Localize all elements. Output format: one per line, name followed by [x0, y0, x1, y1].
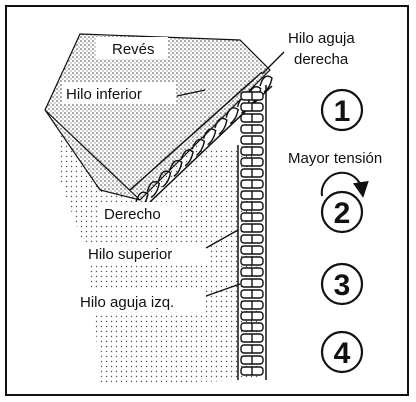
- label-bg-hilo-aguja-izq: [76, 290, 206, 312]
- vertical-stitch-band: [237, 85, 267, 380]
- tension-step-2-number: 2: [334, 197, 351, 230]
- leader-hilo-superior: [205, 229, 239, 249]
- tension-step-4-number: 4: [334, 337, 351, 370]
- leader-hilo-aguja-derecha: [261, 51, 285, 75]
- stitch-loop: [180, 149, 194, 167]
- stitch-loop: [202, 128, 217, 146]
- fold-edge: [44, 109, 141, 201]
- tension-step-1: 1: [320, 88, 364, 132]
- tension-step-1-number: 1: [334, 95, 351, 128]
- stitch-loop: [214, 117, 228, 135]
- tension-step-3: 3: [320, 262, 364, 306]
- label-hilo-inferior: Hilo inferior: [66, 86, 142, 103]
- diagram-frame: [5, 5, 409, 396]
- tension-step-2: 2: [320, 171, 369, 234]
- leader-hilo-inferior: [176, 89, 206, 97]
- label-hilo-aguja-derecha-line2: derecha: [294, 51, 349, 68]
- label-derecho: Derecho: [104, 206, 161, 223]
- stitch-loop: [157, 170, 172, 188]
- tension-step-4: 4: [320, 330, 364, 374]
- label-bg-hilo-superior: [84, 242, 208, 264]
- label-bg-hilo-inferior: [62, 82, 176, 104]
- stitch-loop: [169, 159, 183, 177]
- stitch-loop: [146, 181, 161, 199]
- tension-step-3-number: 3: [334, 269, 351, 302]
- label-hilo-aguja-izq: Hilo aguja izq.: [80, 294, 174, 311]
- stitch-loop: [259, 75, 273, 93]
- diagonal-stitch-band: [129, 71, 273, 209]
- stitch-loop: [225, 107, 239, 125]
- label-bg-derecho: [100, 202, 180, 224]
- clockwise-arrow-icon: [320, 171, 369, 198]
- label-hilo-superior: Hilo superior: [88, 246, 172, 263]
- label-bg-reves: [96, 37, 168, 59]
- label-hilo-aguja-derecha-line1: Hilo aguja: [288, 30, 355, 47]
- stitch-loop: [191, 138, 206, 156]
- label-mayor-tension: Mayor tensión: [288, 150, 382, 167]
- leader-hilo-aguja-izq: [205, 283, 241, 297]
- label-reves: Revés: [112, 41, 155, 58]
